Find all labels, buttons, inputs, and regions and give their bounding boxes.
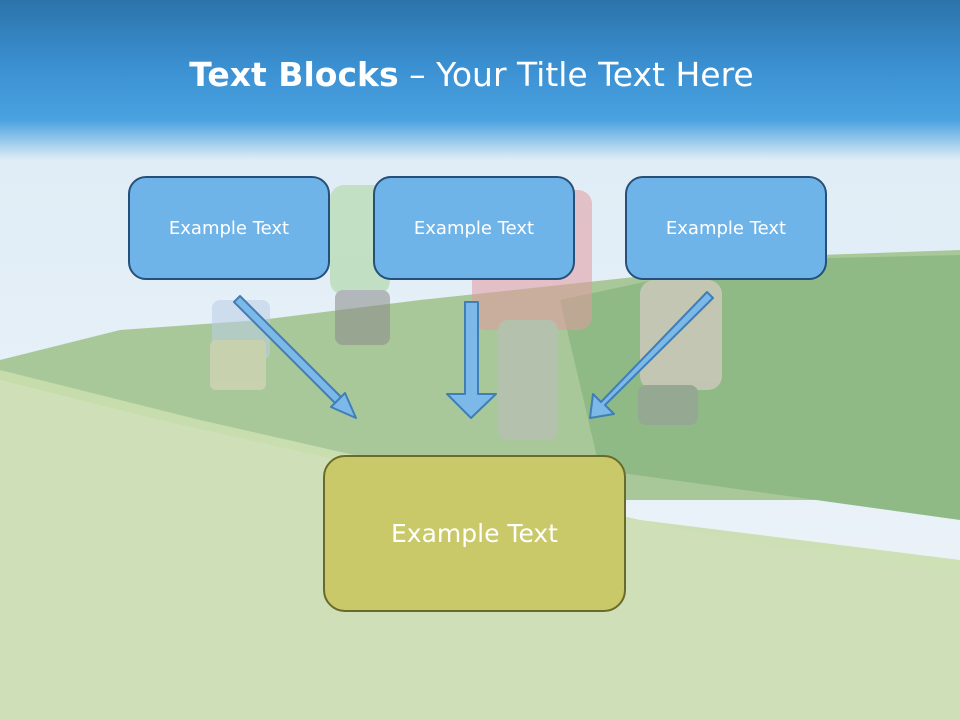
header-band: [0, 0, 960, 160]
arrow-right: [589, 291, 714, 419]
arrow-left: [233, 295, 357, 419]
title-rest: Your Title Text Here: [436, 55, 754, 94]
text-block-right-label: Example Text: [665, 217, 787, 239]
text-block-bottom[interactable]: Example Text: [323, 455, 626, 612]
title-dash: –: [398, 55, 437, 94]
text-block-right[interactable]: Example Text: [625, 176, 827, 280]
text-block-left[interactable]: Example Text: [128, 176, 330, 280]
title-bold: Text Blocks: [189, 55, 399, 94]
text-block-left-label: Example Text: [168, 217, 290, 239]
text-block-center-label: Example Text: [413, 217, 535, 239]
slide-title: Text Blocks – Your Title Text Here: [0, 52, 943, 98]
text-block-bottom-label: Example Text: [391, 519, 558, 548]
text-block-center[interactable]: Example Text: [373, 176, 575, 280]
arrow-center: [446, 301, 497, 419]
